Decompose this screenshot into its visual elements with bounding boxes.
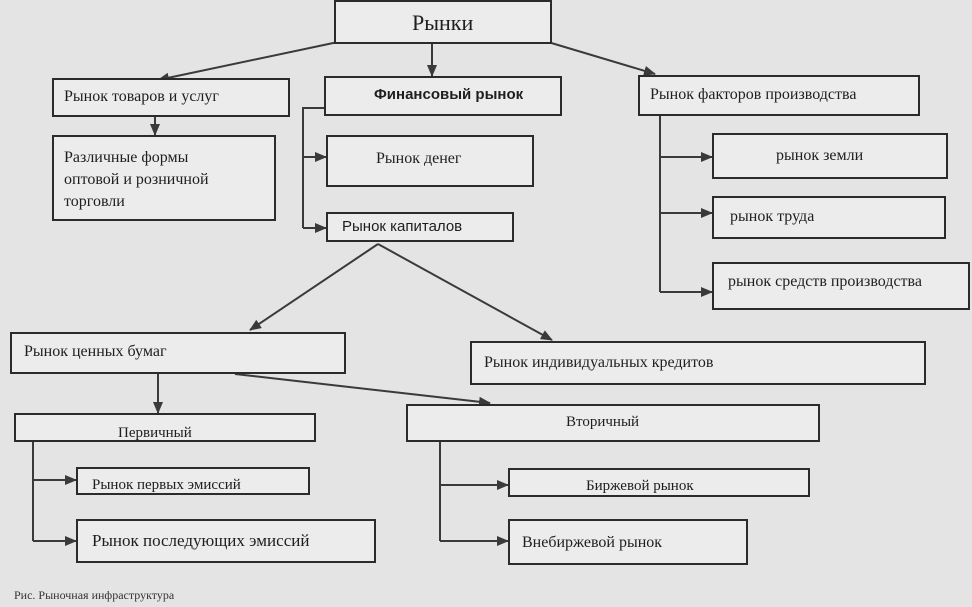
figure-caption: Рис. Рыночная инфраструктура <box>14 588 175 602</box>
node-land-market: рынок земли <box>712 133 948 179</box>
node-first-issues: Рынок первых эмиссий <box>76 467 310 495</box>
arrow-markets-goods <box>157 41 339 83</box>
node-secondary: Вторичный <box>406 404 820 442</box>
node-primary: Первичный <box>14 413 316 442</box>
node-otc-market: Внебиржевой рынок <box>508 519 748 565</box>
arrow-markets-factors <box>547 41 656 76</box>
node-means-market: рынок средств производства <box>712 262 970 310</box>
node-securities-market: Рынок ценных бумаг <box>10 332 346 374</box>
node-financial-market: Финансовый рынок <box>324 76 562 116</box>
arrow-capital-securities <box>249 243 379 331</box>
node-factors-market: Рынок факторов производства <box>638 75 920 116</box>
node-goods-services: Рынок товаров и услуг <box>52 78 290 117</box>
bracket-financial <box>302 107 324 228</box>
node-individual-credits: Рынок индивидуальных кредитов <box>470 341 926 385</box>
node-subsequent-issues: Рынок последующих эмиссий <box>76 519 376 563</box>
trade-forms-line-3: торговли <box>64 193 125 210</box>
arrow-capital-credit <box>377 243 553 341</box>
node-labor-market: рынок труда <box>712 196 946 239</box>
node-markets: Рынки <box>334 0 552 44</box>
node-exchange-market: Биржевой рынок <box>508 468 810 497</box>
node-capital-market: Рынок капиталов <box>326 212 514 242</box>
node-money-market: Рынок денег <box>326 135 534 187</box>
trade-forms-line-1: Различные формы <box>64 149 189 166</box>
arrow-securities-secondary <box>234 373 491 407</box>
trade-forms-line-2: оптовой и розничной <box>64 171 209 188</box>
node-trade-forms: Различные формы оптовой и розничной торг… <box>52 135 276 221</box>
